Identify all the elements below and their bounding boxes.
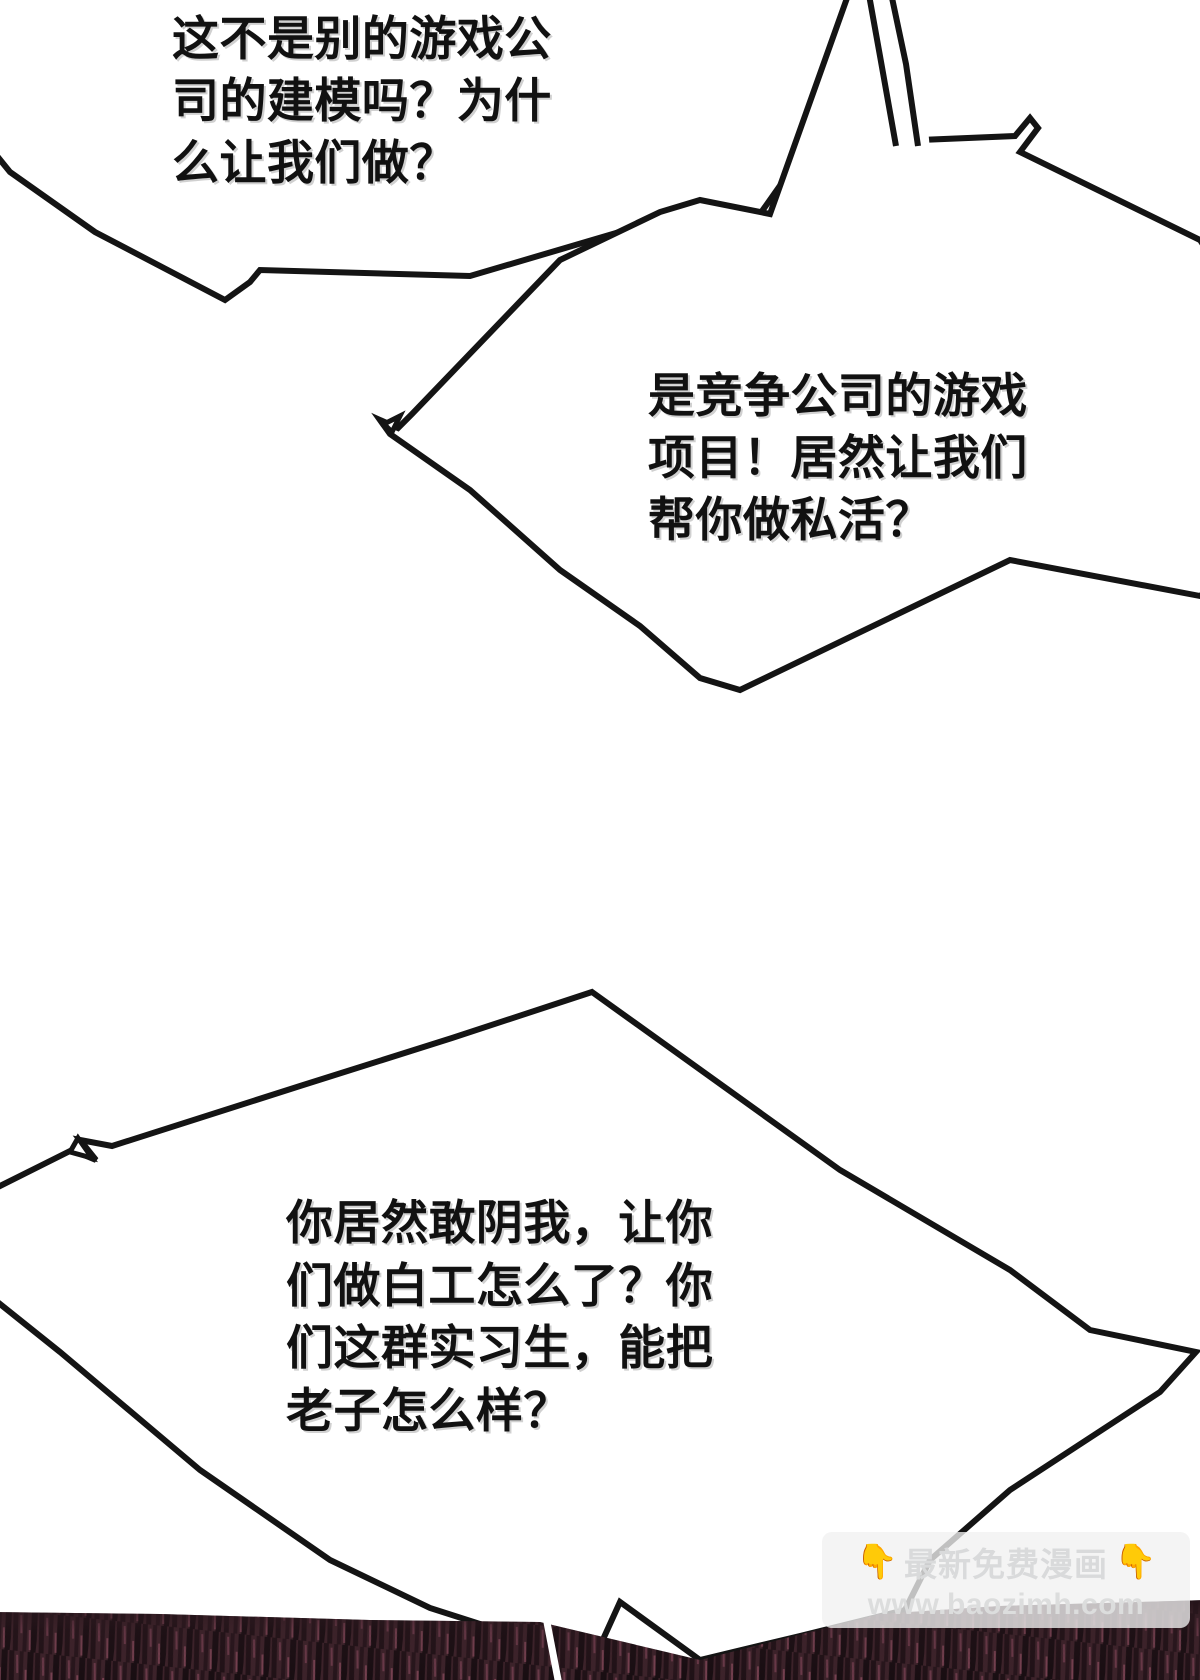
bubble-2-spike-left-edge: [866, 0, 899, 147]
speech-bubble-2-outline: [371, 0, 1200, 694]
pointing-down-hand-icon-right: 👇: [1114, 1543, 1157, 1581]
watermark-label-row: 👇 最新免费漫画 👇: [856, 1538, 1157, 1586]
site-watermark[interactable]: 👇 最新免费漫画 👇 www.baozimh.com: [822, 1532, 1190, 1628]
watermark-url[interactable]: www.baozimh.com: [867, 1588, 1145, 1621]
bubble-2-spike-right-edge: [889, 0, 921, 147]
speech-bubble-1-outline: [0, 0, 910, 304]
speech-bubble-2: [371, 0, 1200, 694]
hair-bubble-tail-sliver: [541, 1611, 562, 1680]
speech-bubble-2-tail: [379, 410, 406, 437]
watermark-label: 最新免费漫画: [904, 1546, 1108, 1583]
speech-bubble-3-left-notch: [66, 1133, 99, 1163]
pointing-down-hand-icon-left: 👇: [855, 1543, 898, 1581]
